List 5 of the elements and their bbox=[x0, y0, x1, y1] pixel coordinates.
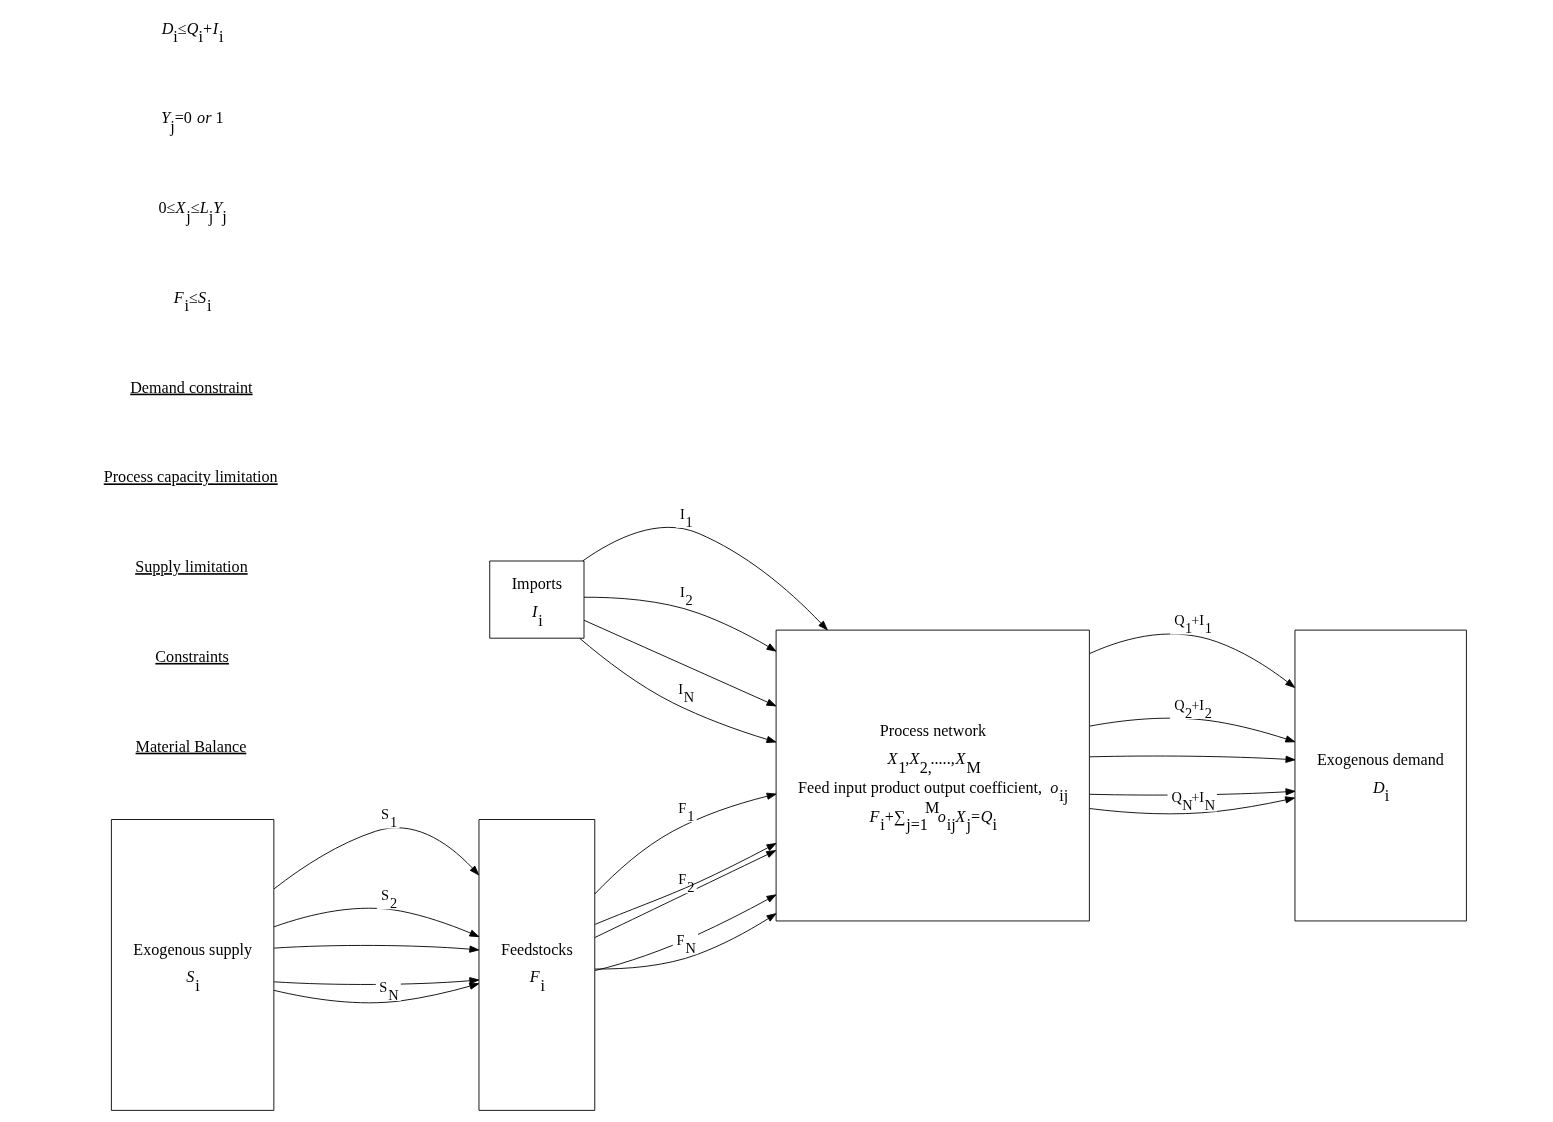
label: Demand constraint bbox=[129, 378, 253, 396]
label: Supply limitation bbox=[134, 558, 248, 576]
label: Material Balance bbox=[135, 737, 246, 755]
label: Constraints bbox=[154, 647, 229, 665]
label: Process capacity limitation bbox=[103, 468, 278, 486]
